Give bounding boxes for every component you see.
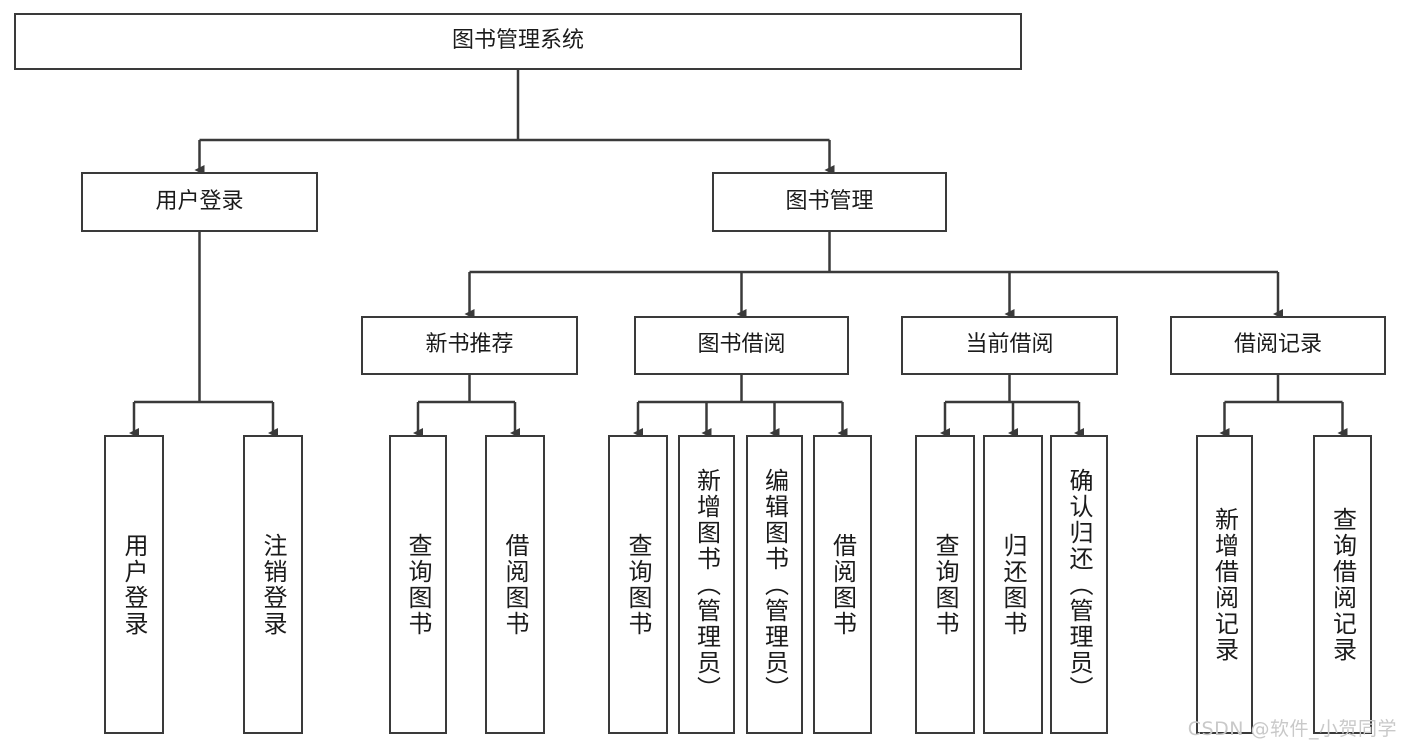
- node-leaf12[interactable]: 新增借阅记录: [1196, 435, 1253, 734]
- node-label: 借阅图书: [501, 532, 529, 637]
- node-leaf7[interactable]: 编辑图书（管理员）: [746, 435, 803, 734]
- node-label: 查询图书: [624, 532, 652, 637]
- node-label: 查询图书: [404, 532, 432, 637]
- node-label: 新增图书（管理员）: [692, 467, 721, 702]
- node-leaf10[interactable]: 归还图书: [983, 435, 1043, 734]
- node-login[interactable]: 用户登录: [81, 172, 318, 232]
- node-label: 图书借阅: [697, 332, 786, 358]
- node-newbook[interactable]: 新书推荐: [361, 316, 578, 375]
- node-label: 查询图书: [931, 532, 959, 637]
- node-leaf3[interactable]: 查询图书: [389, 435, 447, 734]
- node-label: 新增借阅记录: [1210, 506, 1239, 663]
- node-leaf9[interactable]: 查询图书: [915, 435, 975, 734]
- node-leaf4[interactable]: 借阅图书: [485, 435, 545, 734]
- node-bookmgmt[interactable]: 图书管理: [712, 172, 947, 232]
- edge-group: [129, 70, 1348, 438]
- node-label: 编辑图书（管理员）: [760, 467, 789, 702]
- node-records[interactable]: 借阅记录: [1170, 316, 1386, 375]
- node-label: 图书管理系统: [451, 28, 584, 54]
- node-label: 确认归还（管理员）: [1065, 467, 1093, 702]
- node-leaf6[interactable]: 新增图书（管理员）: [678, 435, 735, 734]
- node-leaf13[interactable]: 查询借阅记录: [1313, 435, 1372, 734]
- node-label: 图书管理: [785, 188, 874, 214]
- watermark-text: CSDN @软件_小贺同学: [1187, 718, 1397, 740]
- node-leaf2[interactable]: 注销登录: [243, 435, 303, 734]
- node-label: 用户登录: [155, 188, 244, 214]
- node-leaf5[interactable]: 查询图书: [608, 435, 668, 734]
- node-label: 查询借阅记录: [1328, 506, 1357, 663]
- node-label: 注销登录: [259, 532, 287, 637]
- node-label: 新书推荐: [425, 332, 514, 358]
- node-label: 用户登录: [120, 532, 148, 637]
- node-leaf11[interactable]: 确认归还（管理员）: [1050, 435, 1108, 734]
- node-current[interactable]: 当前借阅: [901, 316, 1118, 375]
- node-leaf8[interactable]: 借阅图书: [813, 435, 872, 734]
- node-label: 借阅记录: [1233, 332, 1322, 358]
- node-label: 借阅图书: [828, 532, 857, 637]
- node-borrow[interactable]: 图书借阅: [634, 316, 849, 375]
- node-root[interactable]: 图书管理系统: [14, 13, 1022, 70]
- node-leaf1[interactable]: 用户登录: [104, 435, 164, 734]
- node-label: 当前借阅: [965, 332, 1054, 358]
- node-label: 归还图书: [999, 532, 1027, 637]
